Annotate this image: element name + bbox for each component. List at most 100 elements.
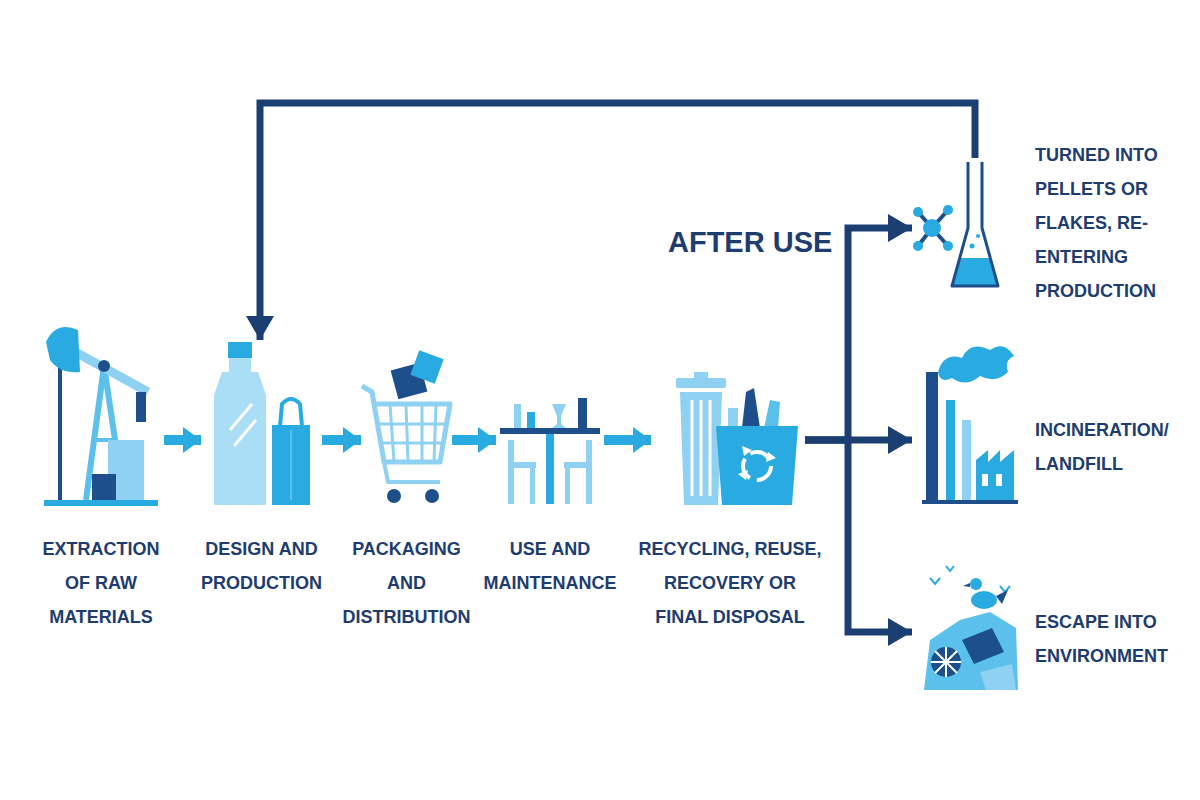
bottle-and-bag-icon <box>214 342 310 505</box>
table-and-chairs-icon <box>508 440 514 504</box>
after-use-outcome: ESCAPE INTO ENVIRONMENT <box>912 565 1022 695</box>
bottle-and-bag-icon <box>290 430 292 500</box>
stage-label-group: PACKAGING AND DISTRIBUTION <box>339 532 474 634</box>
stage-label: TURNED INTO PELLETS OR FLAKES, RE-ENTERI… <box>1035 138 1161 308</box>
stage-label-group: TURNED INTO PELLETS OR FLAKES, RE-ENTERI… <box>1035 138 1161 308</box>
table-and-chairs-icon <box>564 462 592 468</box>
bottle-and-bag-icon <box>234 420 256 446</box>
table-and-chairs-icon <box>546 434 554 504</box>
shopping-cart-icon <box>378 404 446 462</box>
lifecycle-stage: PACKAGING AND DISTRIBUTION <box>365 350 448 510</box>
environment-litter-icon <box>980 664 1016 690</box>
branch-arrow <box>805 440 912 632</box>
bottle-and-bag-icon <box>229 358 251 374</box>
lifecycle-stage: USE AND MAINTENANCE <box>500 350 600 510</box>
shopping-cart-icon <box>362 386 450 462</box>
environment-litter-icon <box>924 566 1018 690</box>
flow-arrow <box>322 435 361 445</box>
stage-label: USE AND MAINTENANCE <box>483 532 618 600</box>
shopping-cart-icon <box>384 462 440 482</box>
bins-icon <box>694 372 708 378</box>
shopping-cart-icon <box>362 350 450 503</box>
environment-litter-icon <box>970 578 982 590</box>
table-and-chairs-icon <box>527 412 535 428</box>
stage-label: ESCAPE INTO ENVIRONMENT <box>1035 605 1170 673</box>
table-and-chairs-icon <box>565 468 570 504</box>
oil-pump-icon <box>44 500 158 506</box>
shopping-cart-icon <box>387 489 401 503</box>
branch-arrow <box>805 437 912 444</box>
bins-icon <box>680 392 722 505</box>
bins-icon <box>743 452 771 480</box>
oil-pump-icon <box>92 474 116 500</box>
factory-icon <box>962 420 971 500</box>
stage-label: INCINERATION/ LANDFILL <box>1035 413 1172 481</box>
factory-icon <box>922 500 1018 504</box>
bins-icon <box>764 400 780 428</box>
table-and-chairs-icon <box>578 398 587 428</box>
stage-label-group: DESIGN AND PRODUCTION <box>194 532 329 600</box>
branch-arrow <box>805 228 912 440</box>
environment-litter-icon <box>924 612 1018 690</box>
table-and-chairs-icon <box>508 462 536 468</box>
bottle-and-bag-icon <box>272 425 310 505</box>
shopping-cart-icon <box>425 489 439 503</box>
bins-icon <box>716 426 798 505</box>
environment-litter-icon <box>930 566 1010 592</box>
environment-litter-icon <box>963 583 970 587</box>
table-and-chairs-icon <box>500 398 600 504</box>
bottle-and-bag-icon <box>230 404 252 430</box>
environment-litter-icon <box>931 647 961 677</box>
pellet-molecule-icon <box>943 205 953 215</box>
pellet-molecule-icon <box>913 207 923 217</box>
oil-pump-icon <box>68 348 148 392</box>
oil-pump-icon <box>98 360 110 372</box>
flask-icon <box>952 162 998 286</box>
bins-icon <box>676 372 798 505</box>
stage-label-group: RECYCLING, REUSE, RECOVERY OR FINAL DISP… <box>637 532 823 634</box>
bins-icon <box>676 378 726 388</box>
flow-arrow <box>164 435 201 445</box>
bottle-and-bag-icon <box>214 372 266 505</box>
stage-label-group: ESCAPE INTO ENVIRONMENT <box>1035 605 1170 673</box>
shopping-cart-icon <box>410 350 443 383</box>
pellet-molecule-icon <box>923 219 941 237</box>
table-and-chairs-icon <box>530 468 535 504</box>
pellet-molecule-icon <box>913 205 953 251</box>
environment-litter-icon <box>996 590 1008 604</box>
flask-icon <box>976 234 980 238</box>
bins-icon <box>692 400 710 496</box>
table-and-chairs-icon <box>500 428 600 434</box>
pellet-molecule-icon <box>913 241 923 251</box>
factory-icon <box>926 372 938 500</box>
pellet-molecule-icon <box>943 241 953 251</box>
factory-icon <box>922 346 1018 504</box>
environment-litter-icon <box>931 647 961 677</box>
table-and-chairs-icon <box>514 404 521 428</box>
after-use-outcome: INCINERATION/ LANDFILL <box>912 345 1022 505</box>
flask-icon <box>970 244 975 249</box>
environment-litter-icon <box>971 591 997 609</box>
stage-label-group: INCINERATION/ LANDFILL <box>1035 413 1172 481</box>
oil-pump-icon <box>58 366 62 500</box>
return-arrow <box>260 103 975 340</box>
stage-label-group: EXTRACTION OF RAW MATERIALS <box>34 532 169 634</box>
oil-pump-icon <box>44 327 158 506</box>
bins-icon <box>738 446 776 480</box>
flow-arrow <box>452 435 496 445</box>
section-heading: AFTER USE <box>668 226 832 259</box>
stage-label: EXTRACTION OF RAW MATERIALS <box>34 532 169 634</box>
factory-icon <box>938 346 1014 382</box>
environment-litter-icon <box>962 628 1004 664</box>
factory-icon <box>996 474 1002 486</box>
factory-icon <box>976 450 1014 500</box>
lifecycle-stage: RECYCLING, REUSE, RECOVERY OR FINAL DISP… <box>655 375 805 510</box>
stage-label-group: USE AND MAINTENANCE <box>483 532 618 600</box>
oil-pump-icon <box>46 327 80 372</box>
bins-icon <box>728 408 738 428</box>
factory-icon <box>946 400 955 500</box>
lifecycle-stage: EXTRACTION OF RAW MATERIALS <box>42 320 160 510</box>
bins-icon <box>742 388 760 428</box>
